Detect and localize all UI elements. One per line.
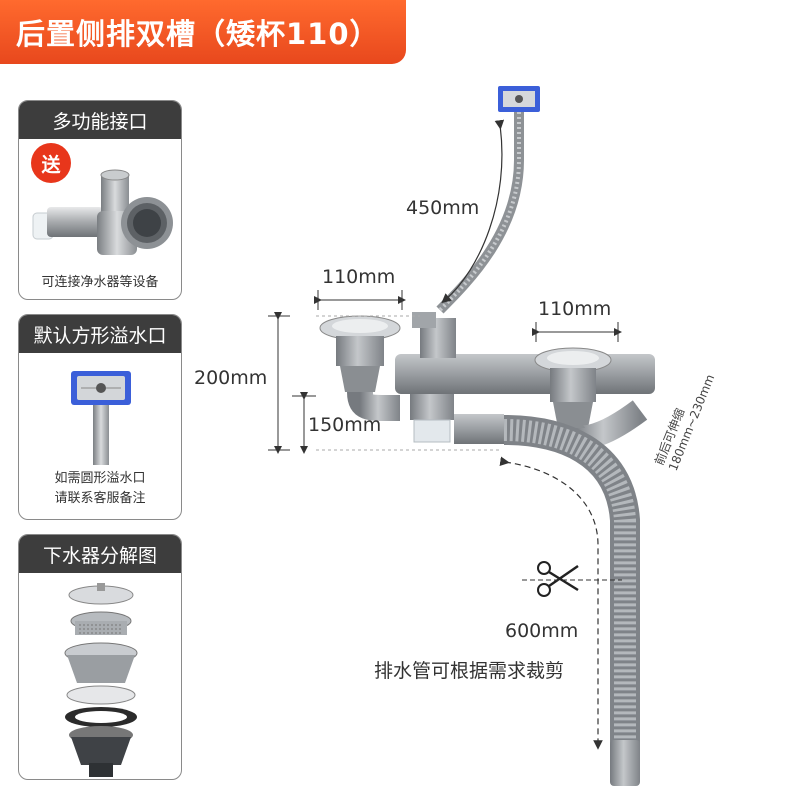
- gift-badge: 送: [31, 143, 71, 183]
- drain-hose: [503, 415, 640, 770]
- cut-note: 排水管可根据需求裁剪: [374, 660, 565, 682]
- cup-height-label: 150mm: [308, 414, 382, 436]
- drain-exploded-illustration: [64, 583, 138, 777]
- overflow-hose-length-label: 450mm: [406, 197, 480, 219]
- exploded-card-header: 下水器分解图: [19, 535, 181, 573]
- overflow-card: 默认方形溢水口 如需圆形溢水口 请联系客服备注: [18, 314, 182, 520]
- overflow-box: [498, 86, 540, 112]
- overflow-caption-line2: 请联系客服备注: [54, 491, 146, 506]
- drain-length-label: 600mm: [505, 620, 579, 642]
- scissors-icon: [537, 561, 579, 597]
- interface-card-header: 多功能接口: [19, 101, 181, 139]
- overflow-caption-line1: 如需圆形溢水口: [54, 471, 146, 486]
- double-sink-drain-diagram: [268, 86, 655, 786]
- page-title: 后置侧排双槽（矮杯110）: [16, 17, 380, 51]
- right-width-label: 110mm: [538, 298, 612, 320]
- drain-length-arrow: [499, 456, 603, 750]
- interface-card: 多功能接口 送 可连接净水器等设备: [18, 100, 182, 300]
- title-banner: 后置侧排双槽（矮杯110）: [0, 0, 406, 64]
- right-strainer: [534, 347, 612, 428]
- square-overflow-illustration: [71, 371, 131, 465]
- left-width-label: 110mm: [322, 266, 396, 288]
- hose-length-arrow: [441, 119, 505, 304]
- horizontal-connector-pipe: [395, 354, 655, 394]
- overflow-card-header: 默认方形溢水口: [19, 315, 181, 353]
- left-strainer: [319, 315, 401, 392]
- interface-caption: 可连接净水器等设备: [41, 275, 159, 290]
- total-height-label: 200mm: [194, 367, 268, 389]
- exploded-card: 下水器分解图: [18, 534, 182, 780]
- tee-connector-illustration: [32, 169, 173, 255]
